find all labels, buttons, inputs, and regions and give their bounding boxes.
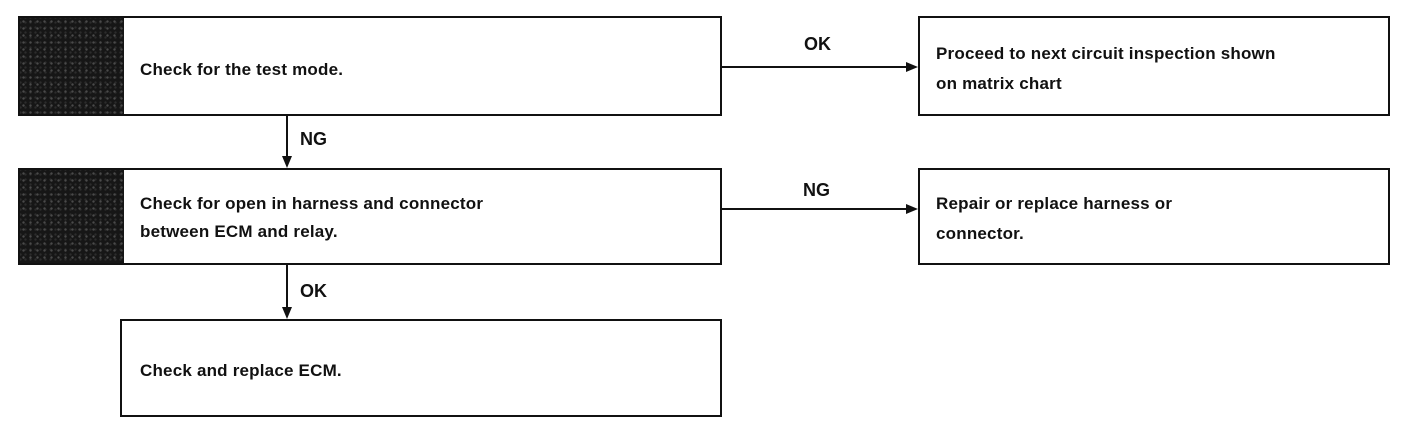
edge-s1-s2-arrow (282, 156, 292, 168)
edge-label-ok: OK (300, 281, 327, 301)
edge-label-ok: OK (804, 34, 831, 54)
step-text: Check and replace ECM. (140, 361, 342, 380)
step-box-replace-ecm: Check and replace ECM. (120, 319, 722, 417)
step-text-line-2: between ECM and relay. (140, 222, 338, 241)
result-text-line-2: on matrix chart (936, 74, 1062, 93)
result-box-repair-harness: Repair or replace harness or connector. (918, 168, 1390, 265)
result-text-line-1: Repair or replace harness or (936, 194, 1173, 213)
result-text-line-1: Proceed to next circuit inspection shown (936, 44, 1276, 63)
step-text-line-1: Check for open in harness and connector (140, 194, 484, 213)
step-box-test-mode: Check for the test mode. (18, 16, 722, 116)
edge-label-ng: NG (300, 129, 327, 149)
result-box-next-circuit: Proceed to next circuit inspection shown… (918, 16, 1390, 116)
step-marker-shade (20, 18, 124, 114)
edge-label-ng: NG (803, 180, 830, 200)
edge-s2-s3-arrow (282, 307, 292, 319)
step-marker-shade (20, 170, 124, 263)
step-box-open-harness: Check for open in harness and connector … (18, 168, 722, 265)
step-text: Check for the test mode. (140, 60, 344, 79)
edge-s1-r1-arrow (906, 62, 918, 72)
edge-s2-r2-arrow (906, 204, 918, 214)
result-text-line-2: connector. (936, 224, 1024, 243)
